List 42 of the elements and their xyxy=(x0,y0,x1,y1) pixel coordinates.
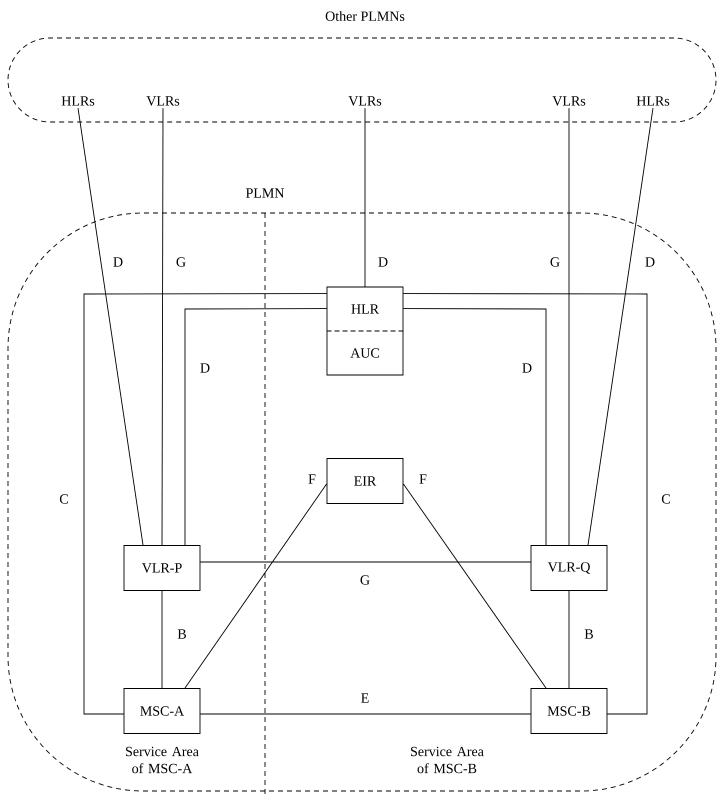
region-label: PLMN xyxy=(246,188,284,198)
connector-line xyxy=(588,108,654,546)
edge-label: G xyxy=(176,257,186,267)
register-label: VLRs xyxy=(146,96,180,106)
edge-label: D xyxy=(113,257,122,267)
edge-label: F xyxy=(308,474,316,484)
area-label: Service Area of MSC-A xyxy=(126,746,199,774)
network-element-box: MSC-B xyxy=(530,688,608,734)
area-label: Service Area of MSC-B xyxy=(411,746,484,774)
connector-line xyxy=(78,108,144,546)
network-element-box: VLR-P xyxy=(124,545,200,591)
edge-label: E xyxy=(361,693,369,703)
connector-line xyxy=(403,484,546,688)
connector-line xyxy=(184,308,327,546)
edge-label: D xyxy=(378,257,388,267)
edge-label: D xyxy=(200,363,210,373)
register-label: HLRs xyxy=(636,96,670,106)
connector-line xyxy=(162,108,164,546)
connector-line xyxy=(403,293,648,714)
edge-label: C xyxy=(60,494,68,504)
edge-label: G xyxy=(550,257,560,267)
edge-label: B xyxy=(584,629,593,639)
register-label: VLRs xyxy=(348,96,382,106)
network-element-box: VLR-Q xyxy=(530,545,608,591)
edge-label: C xyxy=(662,494,670,504)
register-label: HLRs xyxy=(62,96,94,106)
network-element-box: MSC-A xyxy=(124,688,200,734)
connector-line xyxy=(364,108,366,287)
edge-label: G xyxy=(360,575,370,585)
network-element-box: EIR xyxy=(326,458,404,504)
region-label: Other PLMNs xyxy=(326,11,404,21)
edge-label: D xyxy=(645,257,654,267)
connector-line xyxy=(568,590,570,688)
connector-line xyxy=(184,484,327,688)
edge-label: B xyxy=(178,629,186,639)
edge-label: F xyxy=(420,474,426,484)
connector-line xyxy=(84,293,327,714)
register-box: HLR AUC xyxy=(326,286,404,376)
connector-line xyxy=(568,108,570,546)
register-label: VLRs xyxy=(552,96,586,106)
edge-label: D xyxy=(522,363,532,373)
connector-line xyxy=(403,308,546,546)
